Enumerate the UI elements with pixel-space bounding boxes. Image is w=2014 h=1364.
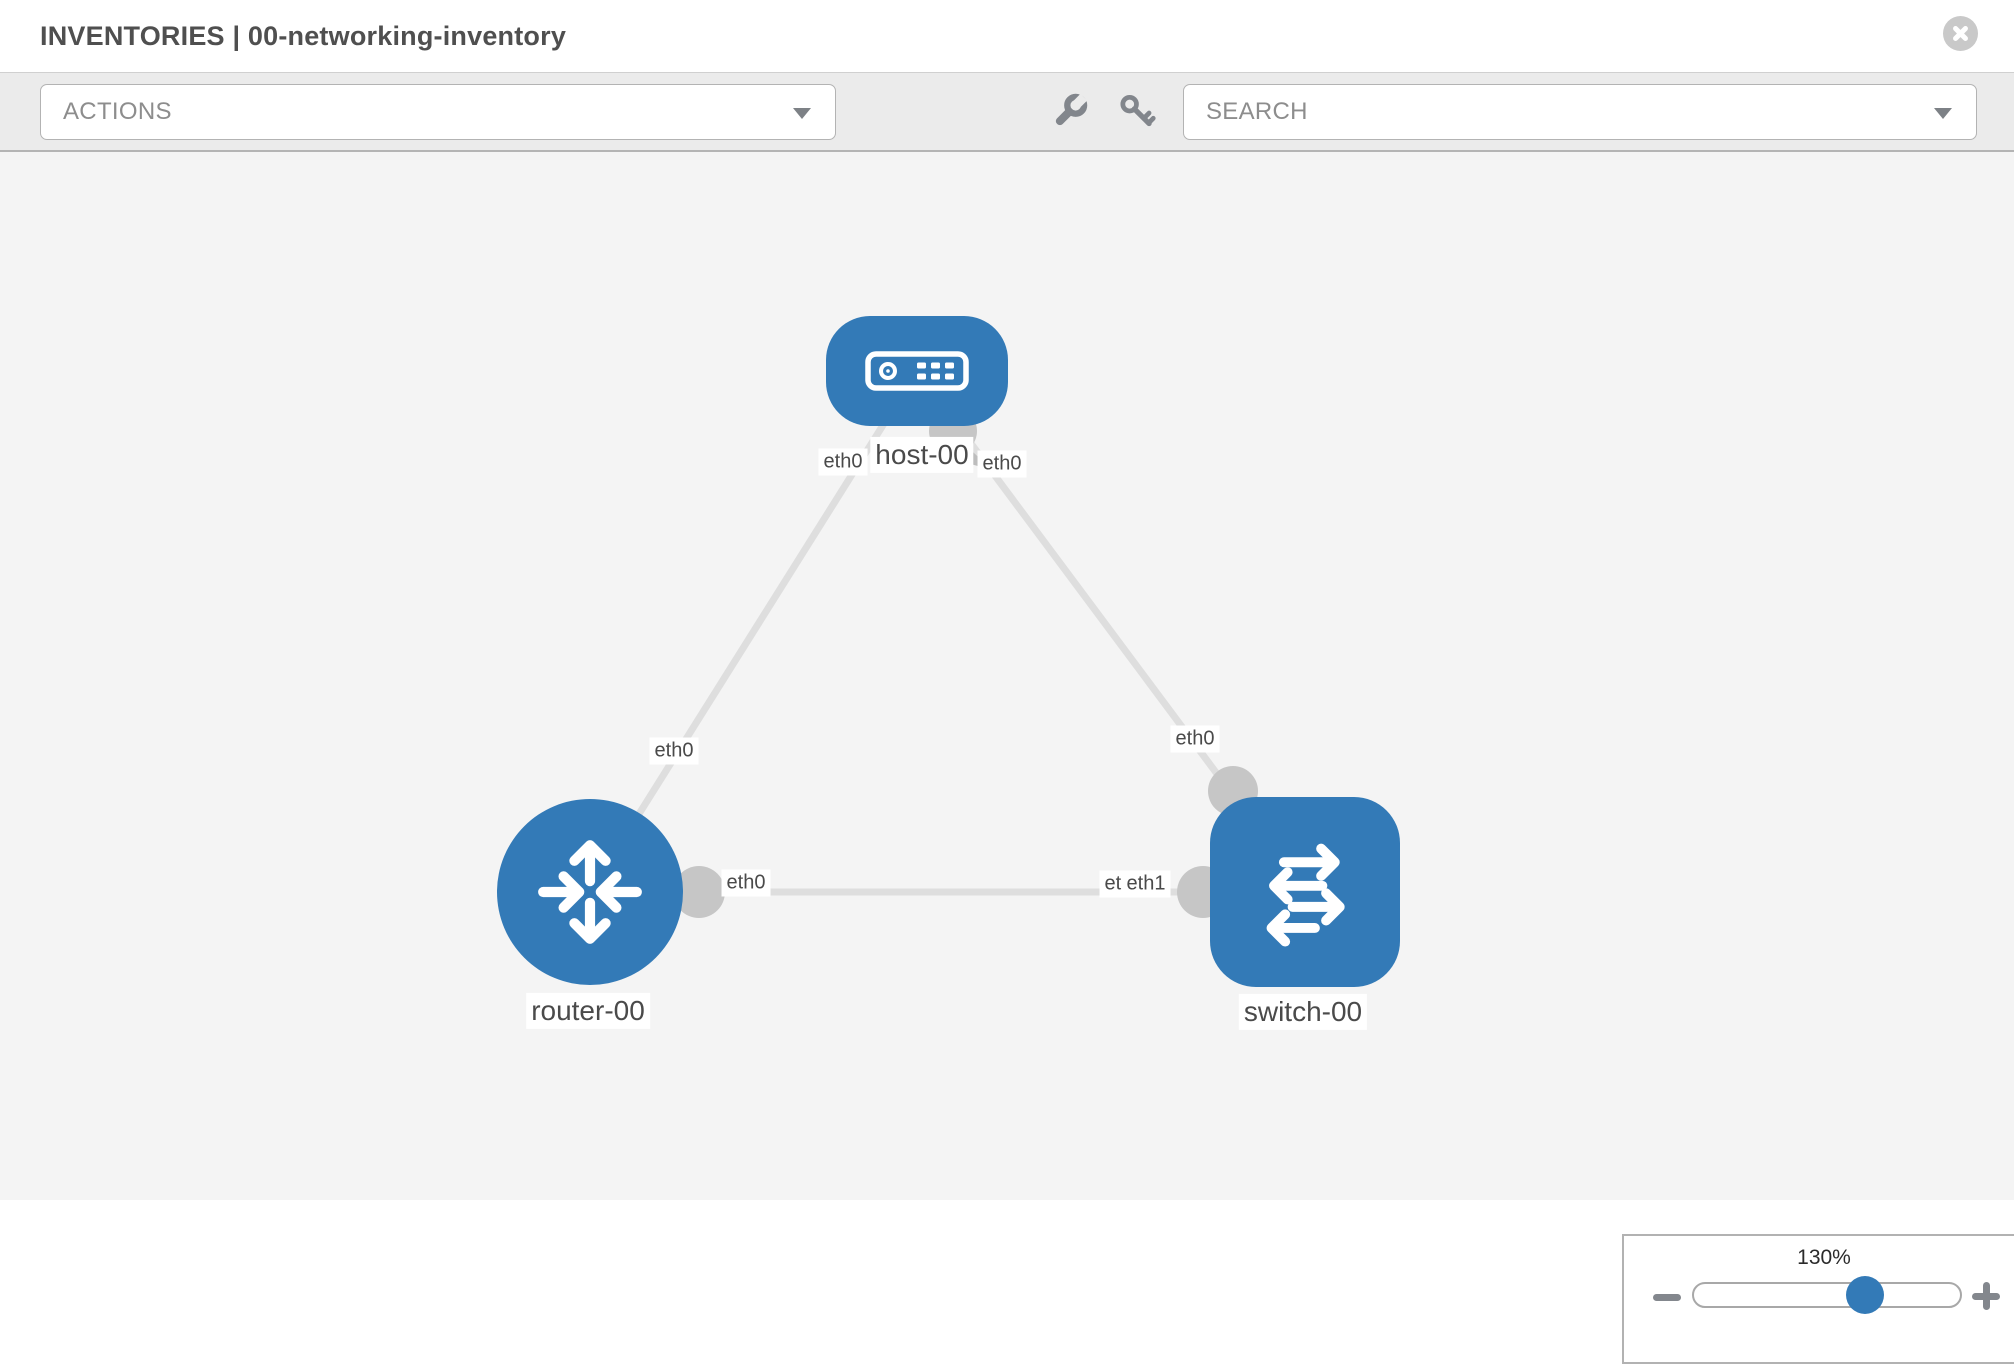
zoom-panel: 130%: [1622, 1234, 2014, 1364]
close-button[interactable]: [1943, 16, 1978, 51]
zoom-level: 130%: [1797, 1246, 1851, 1269]
search-dropdown[interactable]: SEARCH: [1183, 84, 1977, 140]
interface-label: eth0: [649, 737, 699, 765]
chevron-down-icon: [793, 108, 811, 119]
interface-label: eth0: [1170, 725, 1220, 753]
interface-label: eth0: [818, 448, 868, 476]
minus-icon: [1653, 1294, 1681, 1301]
interface-label: eth1: [1121, 870, 1171, 898]
chevron-down-icon: [1934, 108, 1952, 119]
node-host-00[interactable]: [826, 316, 1008, 426]
node-switch-00[interactable]: [1210, 797, 1400, 987]
zoom-slider-knob[interactable]: [1846, 1276, 1884, 1314]
router-icon: [538, 840, 642, 944]
interface-label: eth0: [977, 450, 1027, 478]
actions-dropdown-label: ACTIONS: [63, 98, 172, 125]
header-bar: INVENTORIES | 00-networking-inventory: [0, 0, 2014, 73]
toolbar: ACTIONS SEARCH: [0, 73, 2014, 152]
key-icon: [1120, 94, 1156, 127]
node-router-00[interactable]: [497, 799, 683, 985]
node-label-switch: switch-00: [1238, 993, 1368, 1031]
zoom-slider[interactable]: [1692, 1282, 1962, 1308]
interface-label: eth0: [721, 869, 771, 897]
topology-links-layer: [587, 368, 1308, 918]
wrench-button[interactable]: [1048, 91, 1090, 133]
zoom-out-button[interactable]: [1652, 1288, 1682, 1308]
node-label-host: host-00: [870, 436, 974, 474]
page-title: INVENTORIES | 00-networking-inventory: [40, 21, 567, 51]
search-dropdown-label: SEARCH: [1206, 98, 1308, 125]
wrench-icon: [1055, 93, 1088, 126]
port-router-eth0[interactable]: [673, 866, 725, 918]
key-button[interactable]: [1116, 91, 1158, 133]
switch-icon: [1266, 843, 1345, 947]
node-label-router: router-00: [526, 992, 650, 1030]
topology-canvas[interactable]: eth0 host-00 eth0 eth0 eth0 eth0 eth0 et…: [0, 152, 2014, 1364]
zoom-in-button[interactable]: [1970, 1280, 2002, 1312]
actions-dropdown[interactable]: ACTIONS: [40, 84, 836, 140]
host-icon: [865, 351, 969, 391]
